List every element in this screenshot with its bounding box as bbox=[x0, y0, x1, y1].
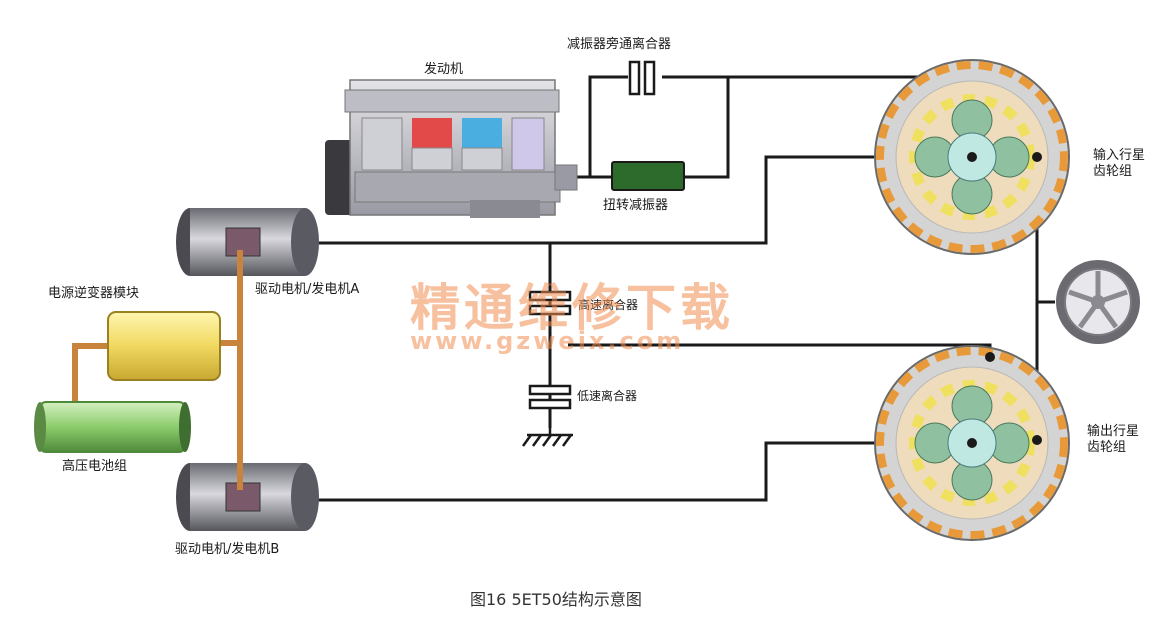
input-planetary-label: 输入行星 齿轮组 bbox=[1093, 148, 1146, 179]
low-clutch-label: 低速离合器 bbox=[577, 389, 638, 403]
watermark-url: www.gzweix.com bbox=[410, 327, 685, 355]
output-planetary-gearset bbox=[874, 345, 1070, 541]
high-clutch-label: 高速离合器 bbox=[578, 298, 639, 312]
battery-label: 高压电池组 bbox=[62, 459, 128, 474]
damper-bypass-clutch-label: 减振器旁通离合器 bbox=[567, 37, 672, 52]
motor-a-label: 驱动电机/发电机A bbox=[255, 282, 360, 297]
ground-symbol bbox=[521, 428, 573, 447]
high-speed-clutch bbox=[528, 290, 572, 316]
motor-b-label: 驱动电机/发电机B bbox=[175, 542, 280, 557]
motor-b bbox=[176, 463, 319, 531]
low-speed-clutch bbox=[528, 384, 572, 410]
wheel-icon bbox=[1056, 260, 1140, 344]
figure-caption: 图16 5ET50结构示意图 bbox=[470, 590, 642, 609]
input-planetary-gearset bbox=[874, 59, 1070, 255]
output-planetary-label: 输出行星 齿轮组 bbox=[1087, 424, 1140, 455]
damper-bypass-clutch bbox=[628, 60, 656, 96]
engine bbox=[325, 79, 578, 218]
power-inverter-module bbox=[107, 311, 221, 381]
motor-a bbox=[176, 208, 319, 276]
torsional-damper bbox=[611, 161, 685, 191]
watermark-text: 精通维修下载 bbox=[410, 278, 734, 337]
shaft-lines bbox=[315, 75, 1055, 502]
hv-battery bbox=[34, 401, 191, 453]
engine-label: 发动机 bbox=[424, 62, 464, 77]
inverter-label: 电源逆变器模块 bbox=[48, 286, 140, 301]
torsional-damper-label: 扭转减振器 bbox=[603, 198, 669, 213]
